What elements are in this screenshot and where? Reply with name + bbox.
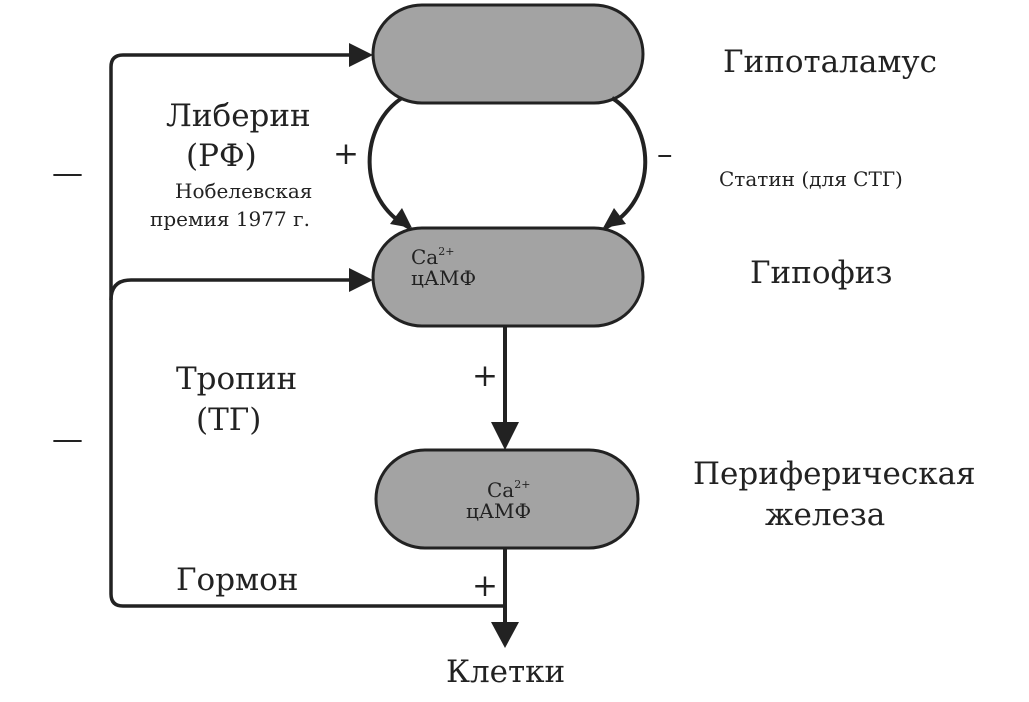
- minus-statin-sign: –: [657, 136, 673, 172]
- gland-label-line2: железа: [765, 497, 886, 533]
- gland-label-line1: Периферическая: [693, 456, 976, 492]
- statin-label: Статин (для СТГ): [719, 167, 903, 191]
- liberin-label: Либерин: [166, 98, 311, 134]
- tg-label: (ТГ): [196, 402, 262, 438]
- feedback-inner-line: [109, 278, 355, 301]
- plus-liberin-sign: +: [333, 136, 359, 172]
- plus-hormone-sign: +: [472, 568, 498, 604]
- tropin-label: Тропин: [176, 361, 298, 397]
- hypothalamus-box: [371, 3, 645, 105]
- pituitary-ca-text: Ca2+: [411, 245, 455, 269]
- hypothalamus-label: Гипоталамус: [723, 44, 938, 80]
- gland-ca-text: Ca2+: [487, 478, 531, 502]
- minus-lower-sign: —: [52, 421, 83, 457]
- cells-arrowhead: [491, 622, 519, 648]
- pituitary-label: Гипофиз: [750, 255, 893, 291]
- plus-tropin-sign: +: [472, 358, 498, 394]
- feedback-inner-arrowhead: [349, 268, 373, 292]
- nobel-line1: Нобелевская: [175, 179, 313, 203]
- gland-ca-superscript: 2+: [514, 478, 531, 491]
- pituitary-ca-superscript: 2+: [438, 245, 455, 258]
- tropin-arrowhead: [491, 422, 519, 450]
- pituitary-camp-text: цАМФ: [411, 266, 477, 290]
- feedback-outer-line: [109, 53, 505, 608]
- gland-camp-text: цАМФ: [466, 499, 532, 523]
- cells-label: Клетки: [446, 654, 566, 690]
- statin-arrow: [604, 96, 648, 230]
- rf-label: (РФ): [186, 138, 257, 174]
- feedback-outer-arrowhead: [349, 43, 373, 67]
- nobel-line2: премия 1977 г.: [150, 207, 310, 231]
- liberin-arrowhead: [390, 208, 412, 228]
- statin-arrowhead: [603, 208, 626, 228]
- pituitary-box: [371, 226, 645, 328]
- minus-upper-sign: —: [52, 155, 83, 191]
- liberin-arrow: [367, 96, 411, 230]
- hormone-label: Гормон: [176, 562, 299, 598]
